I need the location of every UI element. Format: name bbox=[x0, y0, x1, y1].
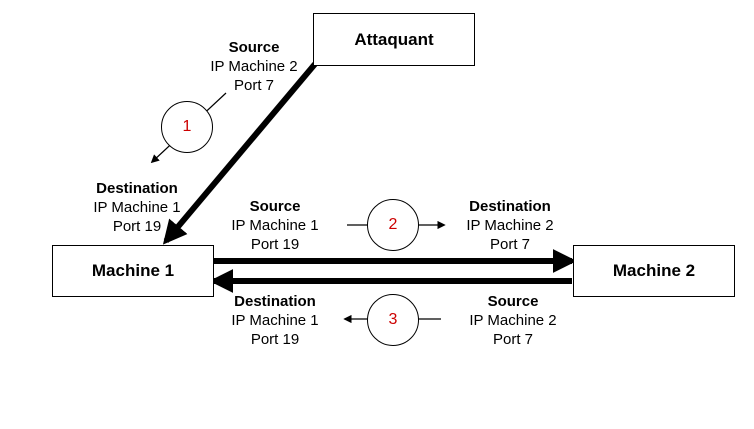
step1-source-ip: IP Machine 2 bbox=[210, 58, 298, 75]
step3-source-title: Source bbox=[487, 293, 539, 310]
step1-source-port: Port 7 bbox=[233, 77, 275, 94]
step3-source-ip: IP Machine 2 bbox=[469, 312, 557, 329]
step3-destination-title: Destination bbox=[234, 293, 316, 310]
step2-circle: 2 bbox=[367, 199, 419, 251]
step2-destination-label: Destination IP Machine 2 Port 7 bbox=[451, 197, 569, 254]
step2-source-title: Source bbox=[249, 198, 301, 215]
step3-source-label: Source IP Machine 2 Port 7 bbox=[454, 292, 572, 349]
step1-destination-ip: IP Machine 1 bbox=[93, 199, 181, 216]
step2-destination-port: Port 7 bbox=[489, 236, 531, 253]
step3-number: 3 bbox=[388, 311, 398, 328]
step2-destination-title: Destination bbox=[469, 198, 551, 215]
attacker-node: Attaquant bbox=[313, 13, 475, 66]
step1-number: 1 bbox=[182, 118, 192, 135]
step3-destination-ip: IP Machine 1 bbox=[231, 312, 319, 329]
step3-source-port: Port 7 bbox=[492, 331, 534, 348]
machine1-node: Machine 1 bbox=[52, 245, 214, 297]
step2-source-port: Port 19 bbox=[250, 236, 300, 253]
step1-circle: 1 bbox=[161, 101, 213, 153]
machine2-node: Machine 2 bbox=[573, 245, 735, 297]
step2-source-label: Source IP Machine 1 Port 19 bbox=[216, 197, 334, 254]
attack-arrow bbox=[162, 62, 318, 245]
step2-destination-ip: IP Machine 2 bbox=[466, 217, 554, 234]
step1-destination-port: Port 19 bbox=[112, 218, 162, 235]
step3-destination-port: Port 19 bbox=[250, 331, 300, 348]
step3-destination-label: Destination IP Machine 1 Port 19 bbox=[216, 292, 334, 349]
step2-source-ip: IP Machine 1 bbox=[231, 217, 319, 234]
step2-number: 2 bbox=[388, 216, 398, 233]
step1-source-title: Source bbox=[228, 39, 280, 56]
step1-source-label: Source IP Machine 2 Port 7 bbox=[195, 38, 313, 95]
step1-destination-label: Destination IP Machine 1 Port 19 bbox=[78, 179, 196, 236]
step3-circle: 3 bbox=[367, 294, 419, 346]
step1-destination-title: Destination bbox=[96, 180, 178, 197]
